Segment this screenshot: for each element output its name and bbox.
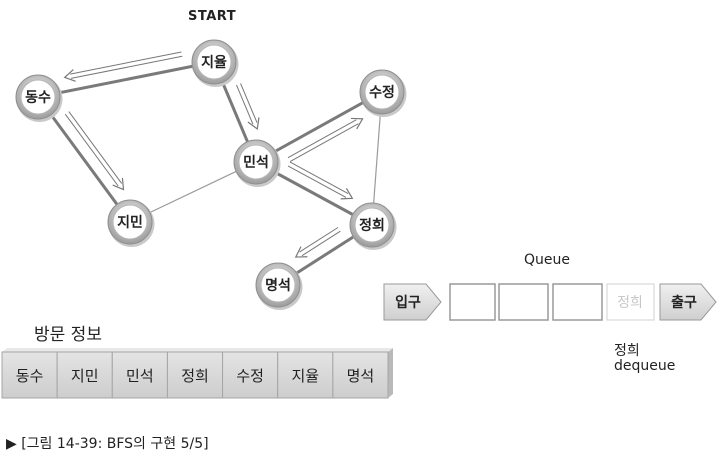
node-label: 수정 (369, 84, 395, 101)
visited-bar-side (388, 348, 393, 398)
visited-title: 방문 정보 (34, 325, 102, 345)
queue-entry-label: 입구 (395, 295, 421, 311)
figure-caption: ▶ [그림 14-39: BFS의 구현 5/5] (6, 436, 209, 452)
visited-cell: 정희 (166, 351, 224, 399)
visited-cell: 명석 (332, 351, 389, 399)
visited-cell: 민석 (111, 351, 168, 399)
visited-cell-label: 지율 (291, 367, 319, 385)
traversal-arrow-jiyul-dongsu (63, 51, 183, 82)
start-label: START (188, 9, 237, 24)
traversal-arrows (63, 51, 364, 258)
visited-cell: 지율 (277, 351, 334, 399)
visited-bar-top (2, 348, 393, 352)
traversal-arrow-jiyul-minseok (236, 83, 260, 130)
node-label: 지민 (117, 214, 143, 231)
traversal-arrow-minseok-jeonghui (287, 161, 354, 200)
edge-dongsu-jimin (36, 96, 132, 223)
queue-slot (498, 283, 549, 321)
queue-slot (552, 283, 603, 321)
visited-cell-label: 정희 (181, 367, 209, 385)
visited-cell: 지민 (56, 351, 113, 399)
node-minseok: 민석 (233, 139, 281, 187)
visited-cell-label: 지민 (71, 367, 99, 385)
node-jeonghui: 정희 (349, 202, 397, 250)
node-label: 동수 (25, 90, 51, 106)
queue-exit-label: 출구 (671, 294, 697, 311)
traversal-arrow-jeonghui-myeongseok (294, 227, 341, 258)
graph-edges (36, 60, 383, 287)
visited-cell-label: 동수 (16, 367, 44, 385)
node-label: 지율 (201, 54, 227, 71)
queue-slot (606, 283, 655, 321)
visited-cells: 동수 지민 민석 정희 수정 지율 명석 (1, 351, 389, 399)
traversal-arrow-dongsu-jimin (64, 111, 125, 191)
visited-cell-label: 민석 (126, 367, 154, 385)
dequeued-node-name: 정희 (614, 343, 640, 359)
node-jiyul: 지율 (191, 39, 239, 87)
edge-jiyul-dongsu (37, 60, 215, 99)
visited-cell: 동수 (1, 351, 58, 399)
queue-entry-tab (383, 283, 442, 321)
visited-cell-label: 명석 (347, 367, 375, 385)
node-jimin: 지민 (107, 199, 155, 247)
node-label: 명석 (265, 277, 291, 294)
queue-title: Queue (524, 252, 570, 268)
dequeue-operation-label: dequeue (614, 358, 676, 374)
node-myeongseok: 명석 (255, 262, 303, 310)
node-dongsu: 동수 (15, 74, 63, 122)
queue-slot-text-faded: 정희 (617, 295, 643, 311)
queue-exit-tab (659, 283, 717, 321)
edge-minseok-sujeong (255, 90, 383, 164)
visited-cell: 수정 (222, 351, 279, 399)
visited-bar (2, 348, 393, 398)
node-label: 민석 (243, 154, 269, 171)
traversal-arrow-minseok-sujeong (287, 117, 364, 163)
node-label: 정희 (359, 217, 385, 234)
node-sujeong: 수정 (359, 69, 407, 117)
visited-cell-label: 수정 (236, 367, 264, 385)
queue: 입구 정희 출구 (383, 283, 717, 321)
queue-slot (449, 283, 496, 321)
